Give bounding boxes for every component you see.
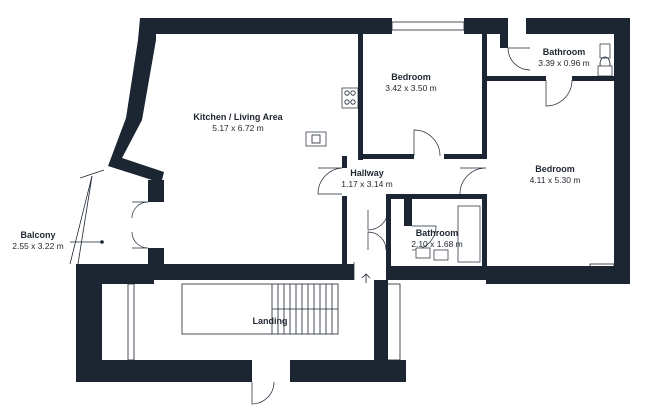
toilet-icon [433,249,449,261]
room-dimensions: 5.17 x 6.72 m [212,123,264,134]
room-label-landing: Landing [253,316,288,327]
room-name: Hallway [350,168,384,178]
room-dimensions: 2.55 x 3.22 m [12,241,64,252]
room-dimensions: 3.42 x 3.50 m [385,83,437,94]
room-name: Bathroom [542,47,586,57]
room-name: Balcony [20,230,56,240]
sink-icon [597,65,613,77]
sink-icon [415,247,431,259]
doors [131,47,573,405]
room-dimensions: 2.10 x 1.68 m [411,239,463,250]
entrance-arrow-icon [361,273,371,283]
interior-walls [342,18,614,280]
room-label-bathroom-1: Bathroom 3.39 x 0.96 m [538,47,590,69]
room-name: Bedroom [391,72,431,82]
room-label-bathroom-2: Bathroom 2.10 x 1.68 m [411,228,463,250]
room-name: Kitchen / Living Area [193,112,283,122]
room-label-kitchen: Kitchen / Living Area 5.17 x 6.72 m [193,112,282,134]
shower-icon [457,205,481,263]
balcony-marker [70,240,104,244]
sink-icon [305,131,327,147]
room-name: Bedroom [535,164,575,174]
room-label-hallway: Hallway 1.17 x 3.14 m [341,168,393,190]
exterior-walls [76,18,630,382]
windows [69,21,615,361]
room-dimensions: 4.11 x 5.30 m [529,175,581,186]
room-label-bedroom-2: Bedroom 4.11 x 5.30 m [530,164,581,186]
staircase [181,283,401,361]
room-label-bedroom-1: Bedroom 3.42 x 3.50 m [385,72,437,94]
room-name: Bathroom [415,228,459,238]
room-label-balcony: Balcony 2.55 x 3.22 m [12,230,64,252]
hob-icon [341,87,359,109]
room-dimensions: 1.17 x 3.14 m [341,179,393,190]
room-dimensions: 3.39 x 0.96 m [538,58,590,69]
room-name: Landing [252,316,288,326]
